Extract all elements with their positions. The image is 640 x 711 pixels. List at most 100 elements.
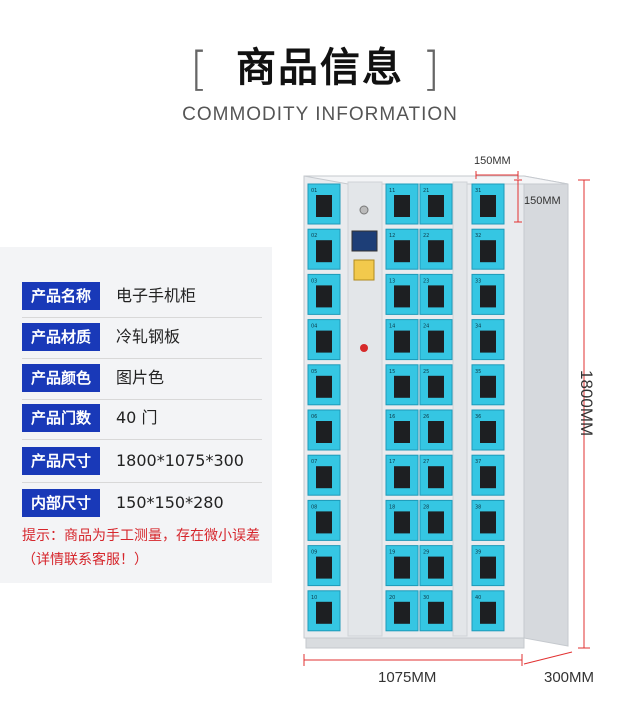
locker-window bbox=[394, 601, 410, 624]
locker-door: 15 bbox=[385, 364, 419, 406]
locker-window bbox=[480, 240, 496, 263]
locker-window bbox=[394, 511, 410, 534]
locker-number: 31 bbox=[475, 188, 481, 194]
locker-number: 30 bbox=[423, 595, 429, 601]
door-height-label: 150MM bbox=[524, 195, 561, 207]
locker-number: 35 bbox=[475, 369, 481, 375]
locker-door: 04 bbox=[307, 319, 341, 361]
locker-number: 15 bbox=[389, 369, 395, 375]
locker-door: 24 bbox=[419, 319, 453, 361]
locker-window bbox=[480, 601, 496, 624]
spec-label: 产品材质 bbox=[22, 323, 100, 351]
locker-number: 19 bbox=[389, 550, 395, 556]
locker-window bbox=[394, 375, 410, 398]
locker-door: 36 bbox=[471, 409, 505, 451]
width-label: 1075MM bbox=[378, 669, 437, 686]
divider bbox=[22, 482, 262, 483]
locker-door: 23 bbox=[419, 273, 453, 315]
depth-label: 300MM bbox=[544, 669, 595, 686]
locker-number: 27 bbox=[423, 459, 429, 465]
locker-window bbox=[316, 421, 332, 443]
locker-window bbox=[428, 285, 444, 308]
locker-number: 26 bbox=[423, 414, 429, 420]
locker-number: 16 bbox=[389, 414, 395, 420]
locker-door: 31 bbox=[471, 183, 505, 225]
locker-number: 11 bbox=[389, 188, 395, 194]
locker-door: 26 bbox=[419, 409, 453, 451]
locker-number: 01 bbox=[311, 188, 317, 194]
locker-number: 23 bbox=[423, 278, 429, 284]
page-title: 商品信息 bbox=[236, 45, 404, 91]
spec-value: 40 门 bbox=[116, 408, 158, 427]
locker-number: 18 bbox=[389, 504, 395, 510]
spec-label: 产品名称 bbox=[22, 282, 100, 310]
emergency-button-icon bbox=[360, 344, 368, 352]
locker-number: 09 bbox=[311, 550, 317, 556]
divider bbox=[22, 358, 262, 359]
locker-door: 20 bbox=[385, 590, 419, 632]
spec-value: 150*150*280 bbox=[116, 493, 224, 512]
locker-number: 28 bbox=[423, 504, 429, 510]
divider bbox=[22, 317, 262, 318]
locker-door: 05 bbox=[307, 364, 341, 406]
locker-door: 29 bbox=[419, 545, 453, 587]
locker-window bbox=[316, 240, 332, 263]
locker-number: 20 bbox=[389, 595, 395, 601]
locker-number: 25 bbox=[423, 369, 429, 375]
locker-door: 06 bbox=[307, 409, 341, 451]
locker-door: 35 bbox=[471, 364, 505, 406]
locker-door: 22 bbox=[419, 228, 453, 270]
locker-number: 07 bbox=[311, 459, 317, 465]
locker-number: 03 bbox=[311, 278, 317, 284]
locker-number: 10 bbox=[311, 595, 317, 601]
locker-number: 39 bbox=[475, 550, 481, 556]
locker-window bbox=[316, 330, 332, 353]
locker-window bbox=[394, 556, 410, 579]
locker-door: 37 bbox=[471, 454, 505, 496]
spec-row-material: 产品材质 冷轧钢板 bbox=[22, 323, 282, 353]
locker-number: 06 bbox=[311, 414, 317, 420]
locker-window bbox=[394, 466, 410, 489]
locker-window bbox=[480, 421, 496, 443]
locker-door: 18 bbox=[385, 499, 419, 541]
spec-value: 冷轧钢板 bbox=[116, 327, 181, 346]
locker-window bbox=[428, 330, 444, 353]
spec-value: 1800*1075*300 bbox=[116, 451, 244, 470]
locker-window bbox=[316, 511, 332, 534]
locker-window bbox=[394, 421, 410, 443]
locker-door: 16 bbox=[385, 409, 419, 451]
locker-window bbox=[316, 285, 332, 308]
left-bracket-icon: [ bbox=[190, 42, 208, 96]
spec-row-size: 产品尺寸 1800*1075*300 bbox=[22, 447, 282, 477]
locker-window bbox=[428, 240, 444, 263]
locker-door: 39 bbox=[471, 545, 505, 587]
locker-window bbox=[480, 556, 496, 579]
locker-window bbox=[394, 330, 410, 353]
locker-door: 40 bbox=[471, 590, 505, 632]
locker-window bbox=[316, 601, 332, 624]
locker-number: 22 bbox=[423, 233, 429, 239]
locker-door: 28 bbox=[419, 499, 453, 541]
spec-row-color: 产品颜色 图片色 bbox=[22, 364, 282, 394]
locker-number: 33 bbox=[475, 278, 481, 284]
right-bracket-icon: ] bbox=[422, 42, 440, 96]
locker-window bbox=[428, 511, 444, 534]
locker-door: 11 bbox=[385, 183, 419, 225]
spec-row-name: 产品名称 电子手机柜 bbox=[22, 282, 282, 312]
locker-door: 33 bbox=[471, 273, 505, 315]
locker-window bbox=[394, 285, 410, 308]
locker-window bbox=[480, 375, 496, 398]
locker-door: 19 bbox=[385, 545, 419, 587]
locker-number: 38 bbox=[475, 504, 481, 510]
locker-door: 01 bbox=[307, 183, 341, 225]
locker-number: 12 bbox=[389, 233, 395, 239]
locker-number: 36 bbox=[475, 414, 481, 420]
locker-door: 17 bbox=[385, 454, 419, 496]
locker-window bbox=[394, 240, 410, 263]
locker-door: 25 bbox=[419, 364, 453, 406]
spec-label: 产品颜色 bbox=[22, 364, 100, 392]
locker-door: 21 bbox=[419, 183, 453, 225]
locker-door: 07 bbox=[307, 454, 341, 496]
locker-number: 40 bbox=[475, 595, 481, 601]
